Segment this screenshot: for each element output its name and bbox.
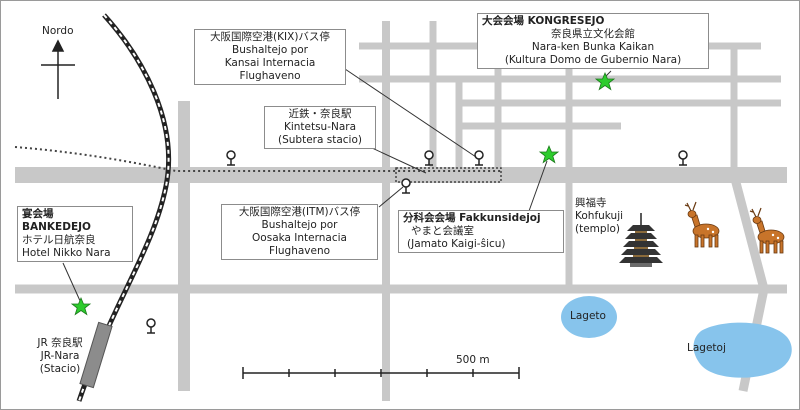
scale-label: 500 m xyxy=(456,354,490,366)
jr-railway-ties xyxy=(78,14,170,402)
bankedejo-title-eo: BANKEDEJO xyxy=(22,221,91,233)
large-pond xyxy=(693,322,792,378)
jr-label-note: (Stacio) xyxy=(39,363,81,375)
north-label: Nordo xyxy=(42,25,74,37)
bus-stop-icon xyxy=(146,318,156,334)
bankedejo-name-eo: Hotel Nikko Nara xyxy=(22,247,111,259)
fakkunsidejoj-title: 分科会会場 Fakkunsidejoj xyxy=(403,212,541,224)
temple-label: 興福寺 Kohfukuji (templo) xyxy=(575,197,623,236)
jr-station-label: JR 奈良駅 JR-Nara (Stacio) xyxy=(29,337,91,376)
temple-name-eo: (templo) xyxy=(575,223,621,235)
kix-label-jp: 大阪国際空港(KIX)バス停 xyxy=(210,31,330,43)
large-pond-label: Lagetoj xyxy=(687,342,726,354)
kintetsu-underground-line xyxy=(14,146,501,172)
bankedejo-callout-line xyxy=(62,262,82,304)
kongresejo-star-icon xyxy=(594,71,616,91)
bankedejo-star-icon xyxy=(70,296,92,316)
pagoda-icon xyxy=(619,213,663,267)
bus-stop-icon xyxy=(474,150,484,166)
bankedejo-title-jp: 宴会場 xyxy=(22,208,54,220)
bus-stop-icon xyxy=(424,150,434,166)
deer-icon xyxy=(749,207,785,254)
bus-stop-icon xyxy=(678,150,688,166)
fakkun-callout-line xyxy=(528,160,548,212)
bus-stop-icon xyxy=(401,178,411,194)
fakkunsidejoj-name-eo: (Jamato Kaigi-ŝicu) xyxy=(407,238,506,250)
bus-stop-markers xyxy=(146,150,688,334)
bankedejo-label: 宴会場 BANKEDEJO ホテル日航奈良 Hotel Nikko Nara xyxy=(17,206,133,262)
kix-label-eo-1: Bushaltejo por xyxy=(232,44,308,56)
fakkunsidejoj-name-jp: やまと会議室 xyxy=(411,225,474,237)
itm-bus-stop-label: 大阪国際空港(ITM)バス停 Bushaltejo por Oosaka Int… xyxy=(221,204,378,260)
deer-icon xyxy=(684,201,720,248)
north-arrow-icon xyxy=(41,39,75,99)
fakkun-star-icon xyxy=(538,144,560,164)
bus-stop-icon xyxy=(226,150,236,166)
kix-label-eo-2: Kansai Internacia xyxy=(224,57,316,69)
itm-label-eo-1: Bushaltejo por xyxy=(261,219,338,231)
kintetsu-station-box xyxy=(395,167,502,183)
itm-label-eo-2: Oosaka Internacia xyxy=(252,232,347,244)
jr-station-platform xyxy=(79,321,113,389)
kintetsu-label-note: (Subtera stacio) xyxy=(278,134,362,146)
kintetsu-label-eo: Kintetsu-Nara xyxy=(283,121,357,133)
small-pond-label: Lageto xyxy=(570,310,606,322)
itm-label-eo-3: Flughaveno xyxy=(268,245,331,257)
fakkunsidejoj-label: 分科会会場 Fakkunsidejoj やまと会議室 (Jamato Kaigi… xyxy=(398,210,564,253)
kongresejo-name-romaji: Nara-ken Bunka Kaikan xyxy=(531,41,655,53)
temple-name-romaji: Kohfukuji xyxy=(575,210,624,222)
itm-callout-line xyxy=(378,186,404,208)
kongresejo-name-jp: 奈良県立文化会館 xyxy=(551,28,635,40)
kix-label-eo-3: Flughaveno xyxy=(239,70,301,82)
bankedejo-name-jp: ホテル日航奈良 xyxy=(22,234,96,246)
venue-markers xyxy=(70,71,616,316)
small-pond xyxy=(561,296,617,338)
temple-name-jp: 興福寺 xyxy=(575,197,607,209)
itm-label-jp: 大阪国際空港(ITM)バス停 xyxy=(238,206,361,218)
kix-callout-line xyxy=(344,68,480,160)
street xyxy=(729,173,769,291)
scale-bar xyxy=(242,367,520,379)
kongresejo-label: 大会会場 KONGRESEJO 奈良県立文化会館 Nara-ken Bunka … xyxy=(477,13,709,69)
kongresejo-name-eo: (Kultura Domo de Gubernio Nara) xyxy=(504,54,682,66)
jr-label-jp: JR 奈良駅 xyxy=(37,337,83,349)
kintetsu-station-label: 近鉄・奈良駅 Kintetsu-Nara (Subtera stacio) xyxy=(264,106,376,149)
jr-label-eo: JR-Nara xyxy=(40,350,80,362)
kintetsu-label-jp: 近鉄・奈良駅 xyxy=(288,108,352,120)
kix-bus-stop-label: 大阪国際空港(KIX)バス停 Bushaltejo por Kansai Int… xyxy=(194,29,346,85)
kongresejo-title: 大会会場 KONGRESEJO xyxy=(482,15,605,27)
